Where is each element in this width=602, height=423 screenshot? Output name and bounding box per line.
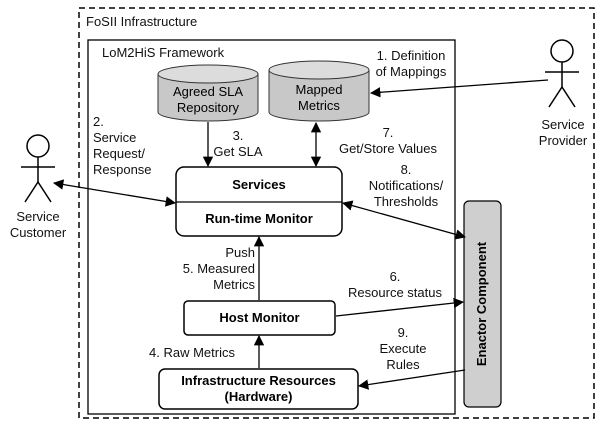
arrow-definition-of-mappings [369, 79, 549, 98]
mapped-metrics-shape [268, 60, 370, 122]
arrow-execute-rules [357, 369, 466, 390]
arrow-notifications-thresholds [341, 200, 467, 240]
agreed-sla-repository-label: Agreed SLA Repository [172, 84, 244, 115]
label-step-1: 1. Definition of Mappings [375, 48, 447, 79]
label-step-6: 6. Resource status [348, 269, 442, 300]
runtime-monitor-label: Run-time Monitor [205, 211, 313, 226]
label-step-3: 3. Get SLA [213, 128, 263, 159]
services-label: Services [232, 177, 286, 192]
mapped-metrics-label: Mapped Metrics [295, 82, 343, 113]
service-customer-label: Service Customer [9, 209, 67, 240]
infrastructure-label: Infrastructure Resources (Hardware) [181, 373, 336, 404]
service-provider-figure [545, 39, 579, 108]
label-step-5: Push 5. Measured Metrics [182, 245, 255, 292]
label-step-8: 8. Notifications/ Thresholds [368, 162, 444, 209]
framework-title: LoM2HiS Framework [102, 45, 225, 60]
enactor-label: Enactor Component [474, 241, 489, 367]
label-step-4: 4. Raw Metrics [149, 345, 235, 360]
fosii-title: FoSII Infrastructure [86, 14, 198, 29]
label-step-9: 9. Execute Rules [379, 325, 427, 372]
service-provider-label: Service Provider [538, 117, 588, 148]
arrow-resource-status [335, 297, 465, 317]
label-step-2: 2. Service Request/ Response [93, 114, 152, 177]
host-monitor-label: Host Monitor [219, 310, 300, 325]
arrow-service-request-response [52, 179, 177, 207]
service-customer-figure [21, 134, 55, 203]
fosii-boundary [78, 7, 595, 419]
agreed-sla-repository-shape [157, 64, 259, 122]
label-step-7: 7. Get/Store Values [338, 125, 438, 156]
